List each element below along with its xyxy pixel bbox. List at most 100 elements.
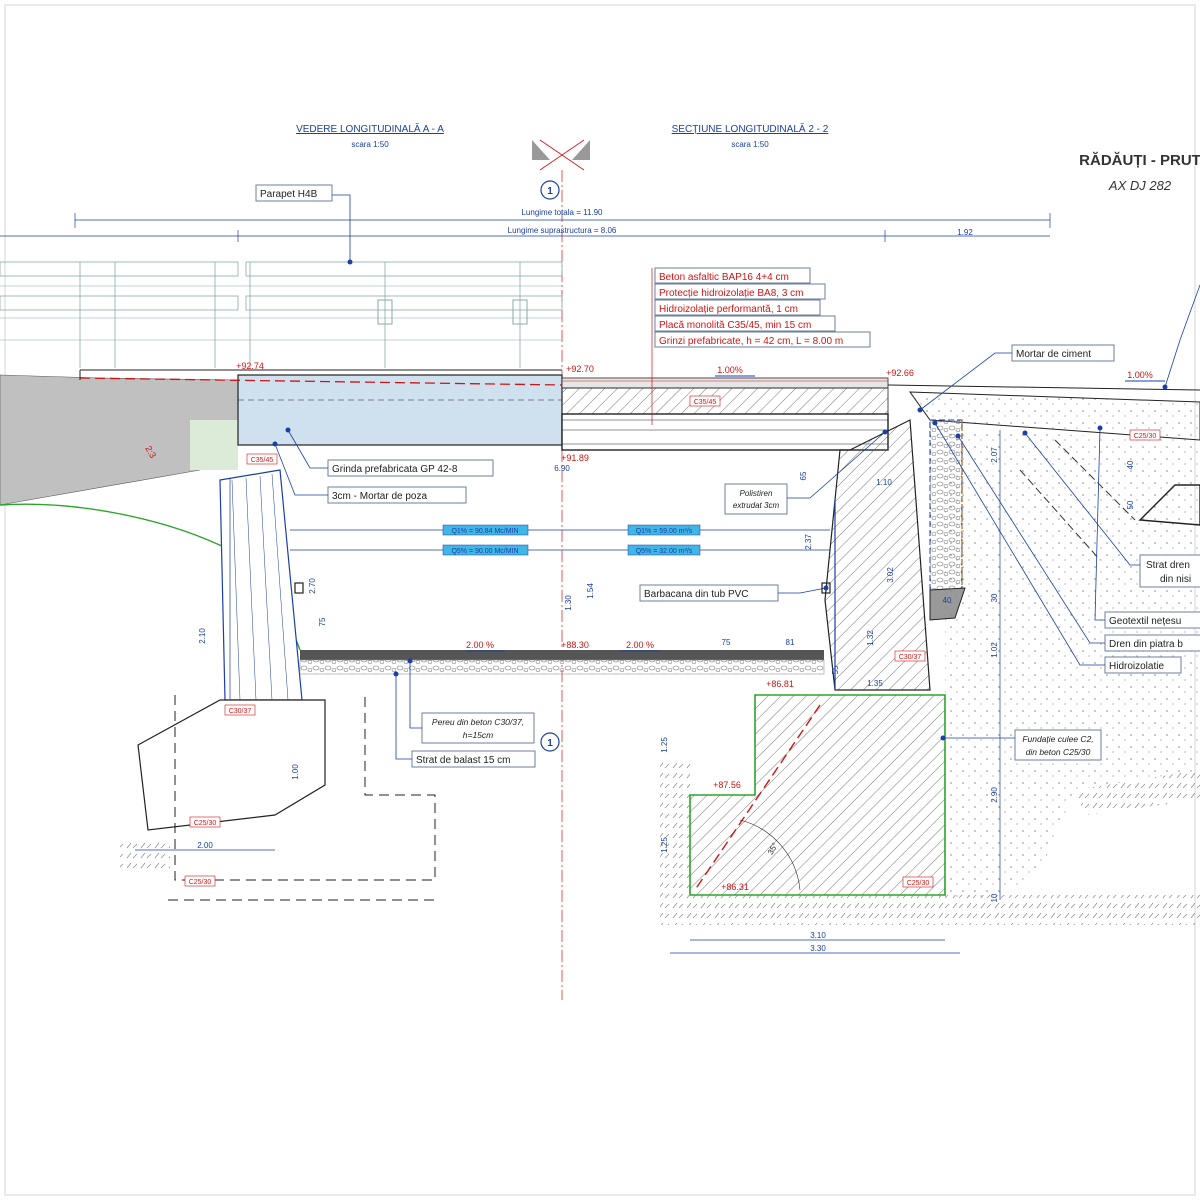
left-foundation <box>137 699 326 831</box>
section-cut-marker: 1 1 <box>532 139 590 752</box>
svg-text:SECȚIUNE LONGITUDINALĂ 2 - 2: SECȚIUNE LONGITUDINALĂ 2 - 2 <box>672 122 829 135</box>
svg-text:1.30: 1.30 <box>564 595 573 611</box>
svg-text:1.02: 1.02 <box>990 642 999 658</box>
svg-text:RĂDĂUȚI - PRUT: RĂDĂUȚI - PRUT <box>1079 152 1200 169</box>
svg-text:2.37: 2.37 <box>804 534 813 550</box>
svg-text:Strat dren: Strat dren <box>1146 560 1190 571</box>
road-surface <box>887 384 1200 391</box>
svg-text:40: 40 <box>943 596 952 605</box>
right-foundation <box>689 694 946 896</box>
svg-text:Lungime totala = 11.90: Lungime totala = 11.90 <box>521 208 603 217</box>
svg-text:1: 1 <box>547 186 553 197</box>
concrete-classes: C35/45 C35/45 C30/37 C25/30 C25/30 C30/3… <box>184 395 1161 888</box>
callout-polistiren: Polistiren extrudat 3cm <box>724 429 888 515</box>
svg-text:+86.81: +86.81 <box>766 679 794 689</box>
callout-dren-piatra: Dren din piatra b <box>955 433 1200 652</box>
svg-text:Hidroizolatie: Hidroizolatie <box>1109 661 1164 672</box>
svg-text:40: 40 <box>1126 460 1135 469</box>
deck-section-right <box>561 377 889 451</box>
svg-text:1.54: 1.54 <box>586 583 595 599</box>
ballast-layer <box>299 659 825 675</box>
svg-text:2.00 %: 2.00 % <box>626 640 654 650</box>
guardrail-parapet <box>0 261 563 368</box>
svg-text:+86.31: +86.31 <box>721 882 749 892</box>
deck-beam-left <box>237 374 563 446</box>
svg-text:AX DJ 282: AX DJ 282 <box>1108 178 1172 193</box>
elevation-marks: +92.74 +92.70 +92.66 +91.89 +88.30 +86.8… <box>236 361 914 892</box>
svg-text:Polistiren: Polistiren <box>740 489 773 498</box>
svg-text:1: 1 <box>547 738 553 749</box>
right-abutment <box>824 419 931 691</box>
svg-text:1.25: 1.25 <box>660 737 669 753</box>
svg-text:C25/30: C25/30 <box>1134 433 1157 440</box>
svg-text:Dren din piatra b: Dren din piatra b <box>1109 639 1183 650</box>
svg-text:3.10: 3.10 <box>810 931 826 940</box>
svg-text:55: 55 <box>831 665 840 674</box>
svg-text:VEDERE LONGITUDINALĂ A - A: VEDERE LONGITUDINALĂ A - A <box>296 122 444 135</box>
svg-text:1.25: 1.25 <box>660 837 669 853</box>
svg-text:Mortar de ciment: Mortar de ciment <box>1016 349 1091 360</box>
slope-indicators: 1.00% 1.00% 2.00 % 2.00 % <box>465 365 1165 652</box>
svg-text:C30/37: C30/37 <box>229 708 252 715</box>
left-excavation <box>174 695 436 881</box>
svg-text:1.00%: 1.00% <box>717 365 743 375</box>
svg-text:75: 75 <box>722 638 731 647</box>
svg-text:2.00 %: 2.00 % <box>466 640 494 650</box>
heading-left: VEDERE LONGITUDINALĂ A - A scara 1:50 <box>296 122 444 149</box>
backfill <box>945 430 1200 900</box>
svg-text:Q1% = 59.00 m³/s: Q1% = 59.00 m³/s <box>636 528 693 535</box>
svg-text:Q1% = 90.84 Mc/MIN: Q1% = 90.84 Mc/MIN <box>451 528 518 535</box>
svg-text:1.10: 1.10 <box>876 478 892 487</box>
svg-text:81: 81 <box>786 638 795 647</box>
dimension-lines <box>135 430 1001 954</box>
svg-text:h=15cm: h=15cm <box>463 730 493 740</box>
svg-text:2.07: 2.07 <box>990 447 999 463</box>
callout-parapet: Parapet H4B <box>255 184 353 265</box>
svg-text:C30/37: C30/37 <box>899 654 922 661</box>
svg-text:30: 30 <box>990 593 999 602</box>
svg-text:+88.30: +88.30 <box>561 640 589 650</box>
callout-fundatie: Fundație culee C2, din beton C25/30 <box>940 729 1102 761</box>
svg-text:scara 1:50: scara 1:50 <box>731 140 769 149</box>
svg-text:3.30: 3.30 <box>810 944 826 953</box>
svg-text:2.10: 2.10 <box>198 628 207 644</box>
svg-text:C25/30: C25/30 <box>907 880 930 887</box>
svg-text:Hidroizolație performantă, 1 c: Hidroizolație performantă, 1 cm <box>659 304 798 315</box>
svg-text:+91.89: +91.89 <box>561 453 589 463</box>
svg-text:C35/45: C35/45 <box>694 399 717 406</box>
approach-slab <box>909 391 1200 441</box>
svg-text:Grinzi prefabricate, h = 42 cm: Grinzi prefabricate, h = 42 cm, L = 8.00… <box>659 336 843 347</box>
callout-mortar-ciment: Mortar de ciment <box>917 344 1115 413</box>
svg-text:1.92: 1.92 <box>957 228 973 237</box>
svg-text:C35/45: C35/45 <box>251 457 274 464</box>
svg-text:2.90: 2.90 <box>990 787 999 803</box>
svg-text:6.90: 6.90 <box>554 464 570 473</box>
svg-text:C25/30: C25/30 <box>194 820 217 827</box>
svg-text:Pereu din beton C30/37,: Pereu din beton C30/37, <box>432 717 524 727</box>
svg-text:2.70: 2.70 <box>308 578 317 594</box>
leader-top-right <box>1164 284 1200 388</box>
svg-text:Lungime suprastructura = 8.06: Lungime suprastructura = 8.06 <box>508 226 617 235</box>
callout-geotextil: Geotextil nețesu <box>1094 425 1200 629</box>
callout-balast: Strat de balast 15 cm <box>393 671 536 768</box>
callout-strat-dren: Strat dren din nisi <box>1022 430 1200 588</box>
svg-text:1.00%: 1.00% <box>1127 370 1153 380</box>
project-title: RĂDĂUȚI - PRUT AX DJ 282 <box>1079 152 1200 193</box>
svg-text:din beton C25/30: din beton C25/30 <box>1026 747 1091 757</box>
svg-text:extrudat 3cm: extrudat 3cm <box>733 501 780 510</box>
callout-pereu: Pereu din beton C30/37, h=15cm <box>407 658 535 744</box>
callout-barbacana: Barbacana din tub PVC <box>294 582 831 602</box>
svg-text:+92.70: +92.70 <box>566 364 594 374</box>
svg-text:3.02: 3.02 <box>886 567 895 583</box>
svg-text:Protecție hidroizolație BA8, 3: Protecție hidroizolație BA8, 3 cm <box>659 288 804 299</box>
soil-bottom <box>660 895 1200 925</box>
svg-text:+92.66: +92.66 <box>886 368 914 378</box>
dimension-texts: 6.90 2.07 40 50 65 1.10 2.37 3.02 2.70 2… <box>197 447 1135 953</box>
svg-text:50: 50 <box>1126 500 1135 509</box>
svg-text:scara 1:50: scara 1:50 <box>351 140 389 149</box>
callout-mortar-poza: 3cm - Mortar de poza <box>272 441 467 504</box>
svg-text:Fundație culee C2,: Fundație culee C2, <box>1022 734 1093 744</box>
svg-text:2.00: 2.00 <box>197 841 213 850</box>
svg-text:din nisi: din nisi <box>1160 574 1191 585</box>
